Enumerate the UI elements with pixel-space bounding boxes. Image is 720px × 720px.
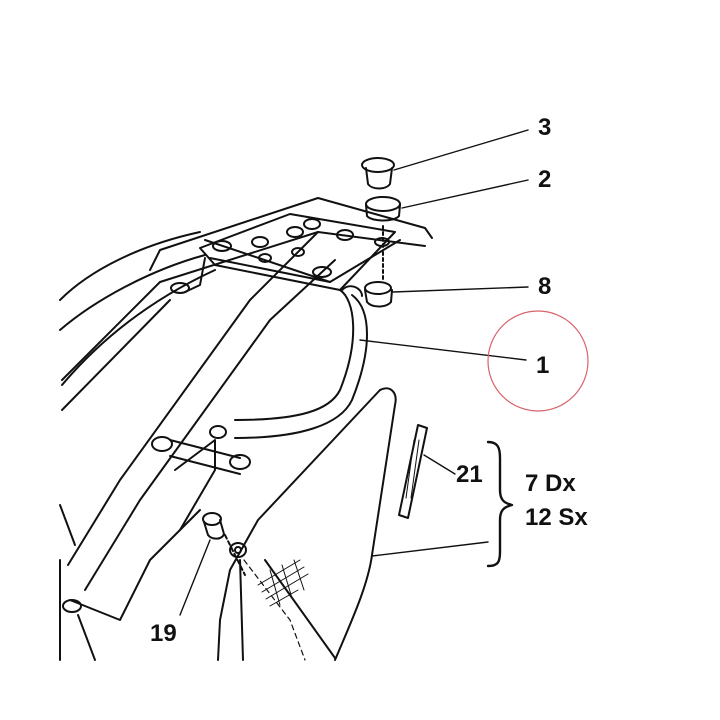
part-2-grommet [365, 196, 401, 249]
leader-3 [393, 129, 529, 171]
side-fairing-panel [217, 387, 397, 661]
callout-8: 8 [538, 273, 552, 300]
callout-1: 1 [536, 352, 550, 379]
leader-8 [392, 286, 529, 293]
part-19-screw [202, 512, 306, 661]
leader-fairing [371, 541, 489, 557]
callout-7-dx: 7 Dx [525, 470, 576, 497]
callout-12-sx: 12 Sx [525, 504, 588, 531]
decal-strip [398, 424, 428, 519]
part-3-cap [361, 157, 395, 190]
leader-19 [179, 539, 211, 616]
part-8-nut [364, 251, 393, 308]
leader-1 [359, 339, 527, 361]
luggage-rack [61, 197, 433, 661]
leader-21 [423, 454, 456, 475]
leader-2 [401, 179, 529, 209]
callout-2: 2 [538, 166, 552, 193]
callout-3: 3 [538, 114, 552, 141]
callout-21: 21 [456, 461, 483, 488]
curly-brace [486, 440, 514, 568]
tail-body-outline [59, 231, 216, 661]
leader-lines [179, 129, 529, 616]
highlight-circle [487, 310, 589, 412]
callout-19: 19 [150, 620, 177, 647]
